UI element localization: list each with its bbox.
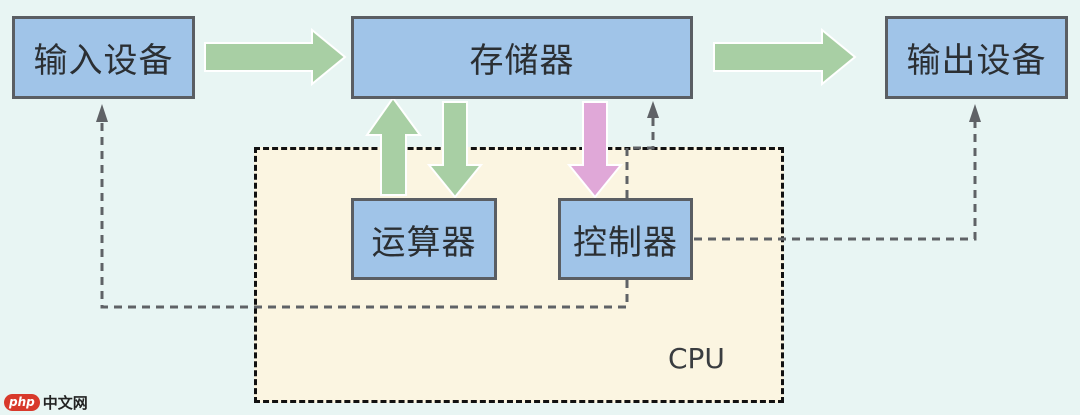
alu-node: 运算器 [351,198,497,280]
control-line-to-output [694,120,977,241]
control-line-to-input [100,120,629,309]
watermark-badge: php [4,394,40,411]
alu-label: 运算器 [371,222,477,263]
arrowhead-memory [647,101,659,118]
memory-node: 存储器 [351,16,693,99]
watermark: php 中文网 [4,392,88,413]
output-device-label: 输出设备 [906,41,1047,81]
controller-node: 控制器 [558,198,693,280]
arrow-alu-to-memory [365,96,422,196]
control-line-to-memory [625,116,655,198]
watermark-text: 中文网 [42,394,88,412]
cpu-label: CPU [668,342,725,375]
cpu-group [254,147,784,403]
memory-label: 存储器 [469,41,575,81]
output-device-node: 输出设备 [885,16,1068,99]
input-device-label: 输入设备 [33,41,174,81]
arrow-input-to-memory [204,27,347,87]
controller-label: 控制器 [573,222,678,263]
arrowhead-input [96,104,108,122]
arrow-memory-to-alu [426,101,484,199]
arrow-memory-to-output [713,27,857,87]
input-device-node: 输入设备 [12,16,195,99]
arrow-memory-to-controller [566,101,624,199]
arrowhead-output [969,104,981,122]
